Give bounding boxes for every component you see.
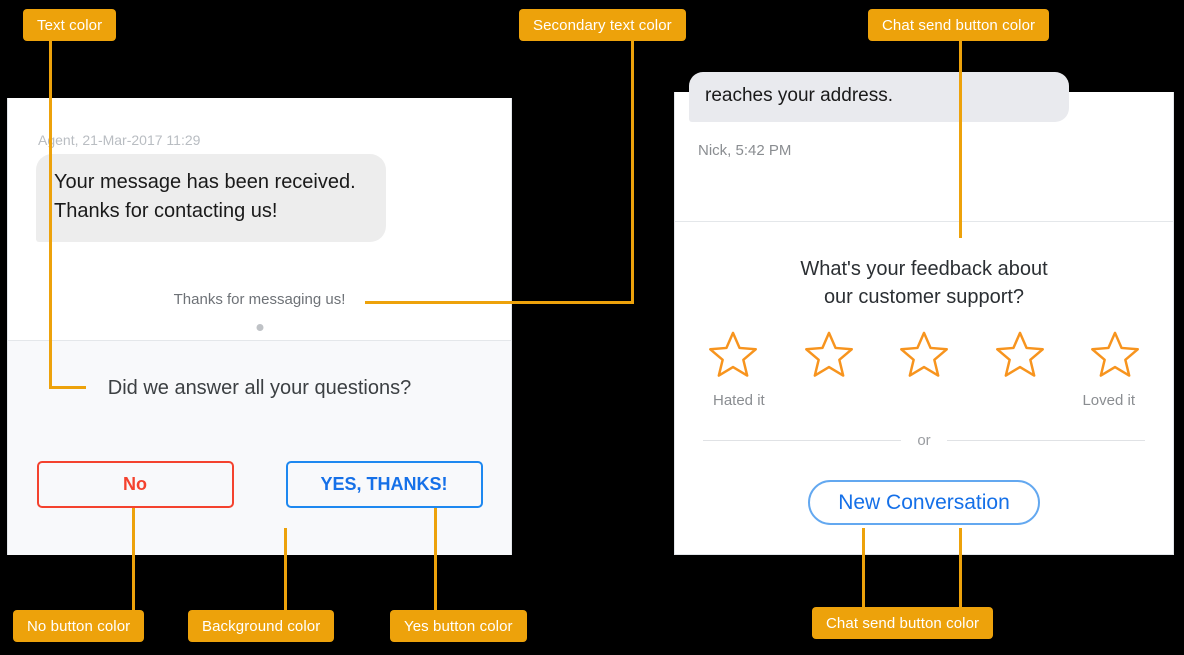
right-chat-widget-panel: reaches your address. Nick, 5:42 PM What…: [674, 72, 1174, 555]
leader-line-no-button-vertical: [132, 508, 135, 612]
annotation-badge-secondary-text-color[interactable]: Secondary text color: [519, 9, 686, 41]
annotation-badge-no-button-color[interactable]: No button color: [13, 610, 145, 642]
resolution-prompt-area: Did we answer all your questions? No YES…: [8, 341, 511, 555]
feedback-title-line-1: What's your feedback about: [800, 258, 1048, 280]
leader-line-background-color-vertical: [284, 528, 287, 612]
star-icon-5[interactable]: [1087, 327, 1143, 381]
left-chat-widget-panel: Agent, 21-Mar-2017 11:29 Your message ha…: [7, 98, 512, 555]
or-line-right: [946, 440, 1145, 441]
star-icon-1[interactable]: [705, 327, 761, 381]
star-rating-labels: Hated it Loved it: [713, 392, 1135, 409]
leader-line-chat-send-bottom-left: [862, 528, 865, 610]
agent-message-bubble: Your message has been received. Thanks f…: [36, 154, 386, 242]
or-line-left: [703, 440, 902, 441]
panel-divider: [8, 340, 511, 341]
annotation-badge-yes-button-color[interactable]: Yes button color: [390, 610, 527, 642]
leader-line-chat-send-bottom-right: [959, 528, 962, 610]
new-conversation-button[interactable]: New Conversation: [808, 480, 1040, 525]
annotation-badge-chat-send-button-color-bottom[interactable]: Chat send button color: [812, 607, 994, 639]
leader-line-secondary-text-color-horizontal: [365, 301, 634, 304]
system-note: Thanks for messaging us!: [173, 291, 346, 308]
leader-line-chat-send-top-vertical: [959, 41, 962, 238]
leader-line-secondary-text-color-vertical: [631, 41, 634, 304]
leader-line-yes-button-vertical: [434, 508, 437, 612]
visitor-message-bubble: reaches your address.: [689, 72, 1069, 122]
star-icon-4[interactable]: [992, 327, 1048, 381]
left-message-area: Agent, 21-Mar-2017 11:29 Your message ha…: [8, 98, 511, 340]
star-icon-2[interactable]: [801, 327, 857, 381]
annotation-badge-text-color[interactable]: Text color: [23, 9, 117, 41]
leader-line-text-color-horizontal: [49, 386, 86, 389]
agent-message-meta: Agent, 21-Mar-2017 11:29: [38, 132, 201, 148]
resolution-button-row: No YES, THANKS!: [8, 461, 511, 508]
feedback-title: What's your feedback about our customer …: [675, 255, 1173, 311]
right-message-area: reaches your address. Nick, 5:42 PM: [675, 72, 1173, 221]
rating-low-label: Hated it: [713, 392, 765, 409]
right-panel-divider: [675, 221, 1173, 222]
new-conversation-wrap: New Conversation: [675, 480, 1173, 525]
yes-thanks-button[interactable]: YES, THANKS!: [285, 461, 483, 508]
leader-line-text-color-vertical: [49, 41, 52, 389]
pager-dot[interactable]: [256, 324, 263, 331]
star-rating-row[interactable]: [705, 327, 1143, 381]
annotation-badge-background-color[interactable]: Background color: [188, 610, 335, 642]
or-separator: or: [703, 432, 1145, 449]
visitor-message-meta: Nick, 5:42 PM: [698, 142, 792, 159]
rating-high-label: Loved it: [1082, 392, 1135, 409]
resolution-question: Did we answer all your questions?: [107, 377, 412, 399]
feedback-area: What's your feedback about our customer …: [675, 222, 1173, 554]
or-label: or: [917, 432, 931, 449]
star-icon-3[interactable]: [896, 327, 952, 381]
annotation-badge-chat-send-button-color-top[interactable]: Chat send button color: [868, 9, 1050, 41]
no-button[interactable]: No: [36, 461, 234, 508]
feedback-title-line-2: our customer support?: [823, 286, 1025, 308]
